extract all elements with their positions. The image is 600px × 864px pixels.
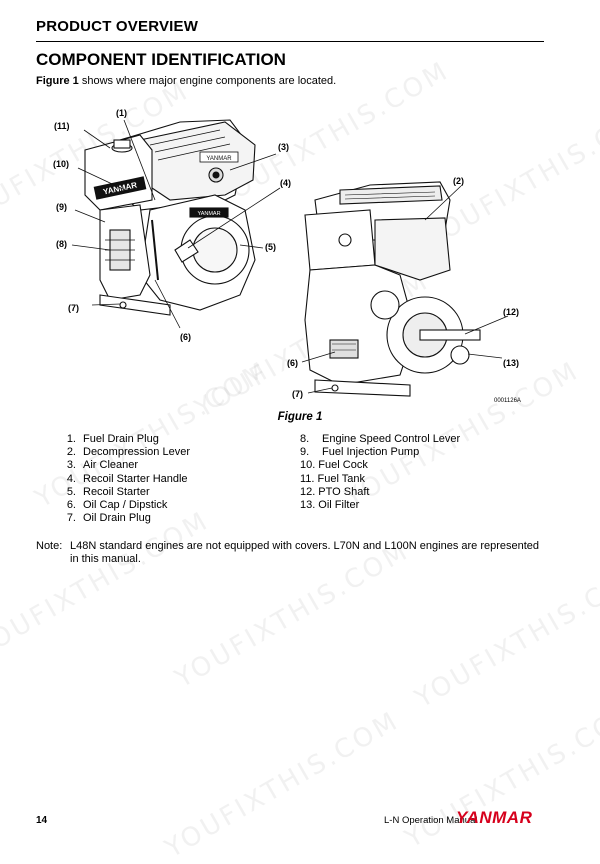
item-number: 9. [300, 446, 310, 459]
callout-12: (12) [503, 307, 519, 317]
left-engine-drawing: YANMAR YANMAR YANMAR [84, 119, 256, 316]
callout-leaders [71, 119, 509, 394]
callout-6: (6) [180, 332, 191, 342]
shroud-plate-text: YANMAR [197, 211, 220, 217]
callout-3: (3) [278, 142, 289, 152]
item-label: Oil Filter [318, 499, 360, 512]
item-number: 12. [300, 485, 316, 498]
callout-7b: (7) [292, 389, 303, 399]
list-item: 4. Recoil Starter Handle [58, 473, 190, 486]
item-label: Air Cleaner [83, 459, 139, 472]
item-number: 5. [66, 485, 76, 498]
item-number: 2. [66, 446, 76, 459]
list-item: 3. Air Cleaner [58, 459, 190, 472]
item-number: 13. [300, 499, 316, 512]
list-item: 11.Fuel Tank [300, 473, 460, 486]
item-number: 4. [66, 472, 76, 485]
item-number: 11. [300, 472, 315, 485]
item-label: PTO Shaft [318, 485, 370, 498]
list-item: 10.Fuel Cock [300, 459, 460, 472]
item-number: 3. [66, 459, 76, 472]
callout-7: (7) [68, 303, 79, 313]
list-item: 1. Fuel Drain Plug [58, 433, 190, 446]
list-item: 6. Oil Cap / Dipstick [58, 499, 190, 512]
watermark: YOUFIXTHIS.COM [0, 505, 215, 665]
item-number: 7. [66, 512, 76, 525]
callout-5: (5) [265, 242, 276, 252]
item-label: Engine Speed Control Lever [322, 433, 461, 445]
list-item: 7. Oil Drain Plug [58, 512, 190, 525]
manual-title: L-N Operation Manual [384, 815, 478, 826]
engine-illustration: YANMAR YANMAR YANMAR [53, 108, 521, 404]
component-list-left: 1.Fuel Drain Plug 2.Decompression Lever … [58, 433, 190, 525]
item-label: Recoil Starter Handle [83, 472, 188, 485]
header-rule [36, 41, 544, 42]
list-item: 2. Decompression Lever [58, 446, 190, 459]
plate-text: YANMAR [206, 156, 232, 162]
callout-6b: (6) [287, 358, 298, 368]
watermark: YOUFIXTHIS.COM [400, 695, 600, 855]
item-number: 10. [300, 459, 316, 472]
note-line-2: in this manual. [70, 553, 141, 566]
section-header: PRODUCT OVERVIEW [36, 18, 199, 35]
air-cleaner-plate: YANMAR [199, 151, 239, 163]
intro-paragraph: Figure 1 shows where major engine compon… [36, 75, 336, 87]
figure-code: 0001126A [494, 398, 521, 404]
watermark: YOUFIXTHIS.COM [160, 705, 405, 864]
figure-caption: Figure 1 [277, 411, 323, 423]
note-paragraph: Note: L48N standard engines are not equip… [36, 540, 556, 566]
item-number: 6. [66, 499, 76, 512]
list-item: 5. Recoil Starter [58, 486, 190, 499]
item-label: Fuel Cock [318, 459, 368, 472]
item-label: Oil Cap / Dipstick [83, 499, 168, 512]
item-label: Fuel Tank [317, 472, 365, 485]
callout-11: (11) [54, 121, 70, 131]
callout-2: (2) [453, 176, 464, 186]
list-item: 8. Engine Speed Control Lever [300, 433, 460, 446]
note-label: Note: [36, 540, 63, 552]
list-item: 9. Fuel Injection Pump [300, 446, 460, 459]
figure-reference: Figure 1 [36, 75, 79, 87]
page-title: COMPONENT IDENTIFICATION [36, 50, 286, 69]
callout-13: (13) [503, 358, 519, 368]
callout-10: (10) [53, 159, 69, 169]
item-label: Oil Drain Plug [83, 512, 151, 525]
item-label: Fuel Drain Plug [83, 433, 159, 445]
item-number: 1. [66, 433, 76, 445]
callout-9: (9) [56, 202, 67, 212]
callout-1: (1) [116, 108, 127, 118]
watermark: YOUFIXTHIS.COM [410, 555, 600, 715]
callout-4: (4) [280, 178, 291, 188]
list-item: 12.PTO Shaft [300, 486, 460, 499]
item-label: Recoil Starter [83, 485, 150, 498]
component-list-right: 8. Engine Speed Control Lever 9. Fuel Inje… [300, 433, 460, 512]
page-number: 14 [36, 815, 48, 826]
right-engine-drawing [304, 181, 481, 397]
item-number: 8. [300, 433, 310, 445]
intro-text: shows where major engine components are … [78, 75, 337, 87]
item-label: Decompression Lever [83, 446, 190, 459]
yanmar-logo: YANMAR [456, 808, 533, 827]
item-label: Fuel Injection Pump [322, 446, 420, 459]
note-line-1: L48N standard engines are not equipped w… [70, 540, 540, 552]
callout-8: (8) [56, 239, 67, 249]
list-item: 13.Oil Filter [300, 499, 460, 512]
